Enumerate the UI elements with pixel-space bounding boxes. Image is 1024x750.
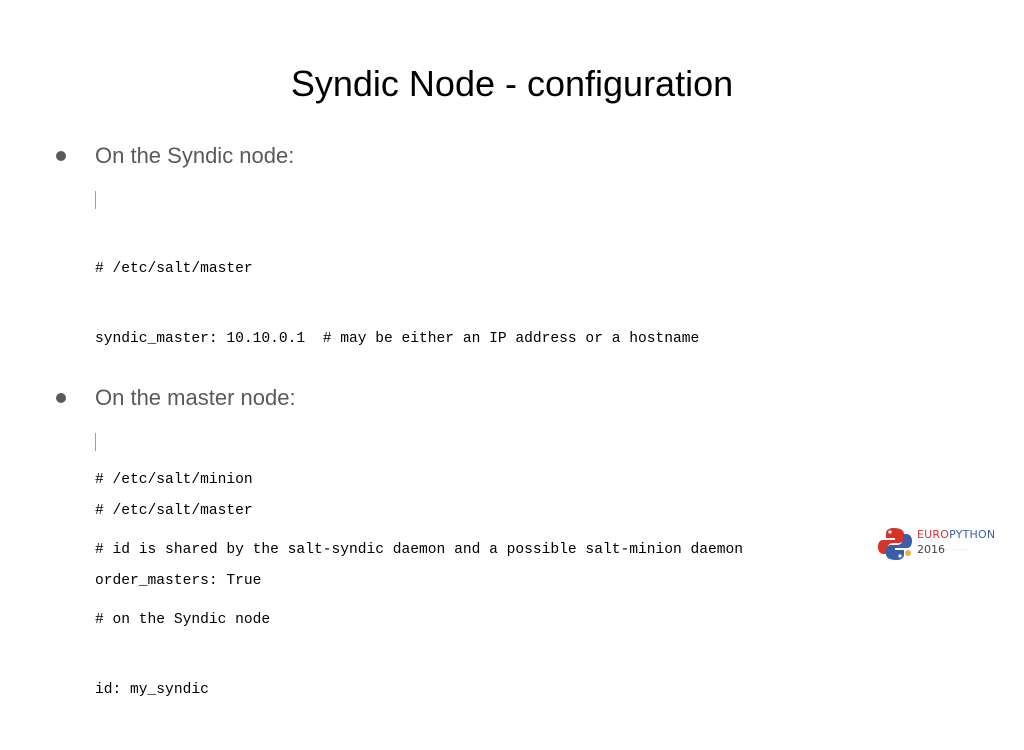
- logo-year: 2016: [917, 543, 945, 556]
- code-line: # /etc/salt/master: [95, 503, 253, 520]
- code-line: # id is shared by the salt-syndic daemon…: [95, 542, 744, 559]
- bullet-dot-icon: [56, 151, 66, 161]
- code-block: # /etc/salt/master syndic_master: 10.10.…: [95, 188, 996, 750]
- code-line: # /etc/salt/minion: [95, 471, 253, 488]
- text-cursor-icon: [95, 191, 96, 209]
- python-logo-icon: [878, 528, 912, 560]
- code-line: id: my_syndic: [95, 682, 209, 699]
- slide: Syndic Node - configuration On the Syndi…: [56, 63, 996, 699]
- code-line: order_masters: True: [95, 573, 262, 590]
- bullet-text: On the Syndic node:: [95, 143, 295, 168]
- logo-tagline-icon: · · · · · · · · · · ·: [942, 547, 969, 552]
- bullet-item: On the Syndic node:: [56, 142, 996, 172]
- code-line: # /etc/salt/master: [95, 261, 253, 278]
- slide-title: Syndic Node - configuration: [290, 63, 734, 104]
- code-line: syndic_master: 10.10.0.1 # may be either…: [95, 331, 700, 348]
- section-syndic-node: On the Syndic node: # /etc/salt/master s…: [56, 142, 996, 750]
- logo-wordmark: EUROPYTHON: [917, 528, 995, 541]
- logo-python-text: PYTHON: [949, 528, 996, 541]
- logo-euro-text: EURO: [917, 528, 950, 541]
- bullet-dot-icon: [56, 393, 66, 403]
- bullet-item: On the master node:: [56, 384, 996, 414]
- code-block: # /etc/salt/master order_masters: True: [95, 430, 996, 641]
- europython-logo: EUROPYTHON 2016 · · · · · · · · · · ·: [877, 524, 995, 564]
- bullet-text: On the master node:: [95, 385, 296, 410]
- text-cursor-icon: [95, 433, 96, 451]
- section-master-node: On the master node: # /etc/salt/master o…: [56, 384, 996, 641]
